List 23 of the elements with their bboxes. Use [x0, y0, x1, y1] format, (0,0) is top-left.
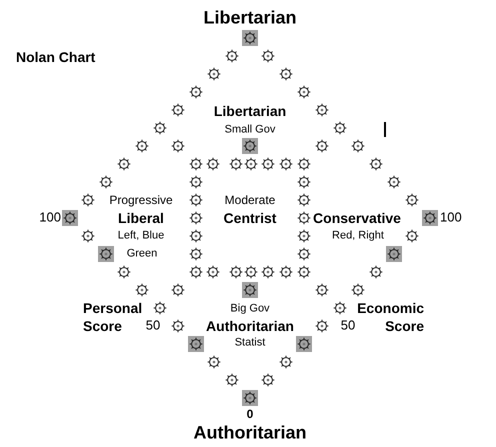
axis-label: Personal Score — [83, 299, 142, 335]
region-label: Liberal — [118, 210, 164, 226]
region-note: Small Gov — [224, 124, 276, 136]
scale-value: 100 — [39, 210, 61, 226]
scale-value: 50 — [146, 318, 160, 334]
chart-title: Nolan Chart — [16, 48, 96, 66]
region-note: Left, Blue — [118, 230, 164, 242]
region-note: Big Gov — [230, 302, 270, 316]
region-label: Authoritarian — [206, 318, 294, 334]
axis-heading: Authoritarian — [194, 422, 306, 444]
axis-heading: Libertarian — [203, 8, 297, 28]
scale-value: 50 — [340, 318, 356, 334]
region-note: Statist — [234, 336, 266, 350]
region-note: Progressive — [109, 194, 173, 208]
scale-value: 100 — [440, 210, 462, 226]
region-note: Red, Right — [332, 230, 384, 242]
axis-label: Economic Score — [357, 299, 424, 335]
region-note: Green — [126, 248, 158, 260]
region-note: Moderate — [224, 194, 276, 208]
region-label: Libertarian — [214, 102, 286, 120]
region-label: Centrist — [224, 210, 276, 226]
scale-value: 0 — [246, 408, 254, 422]
region-label: Conservative — [313, 210, 401, 226]
